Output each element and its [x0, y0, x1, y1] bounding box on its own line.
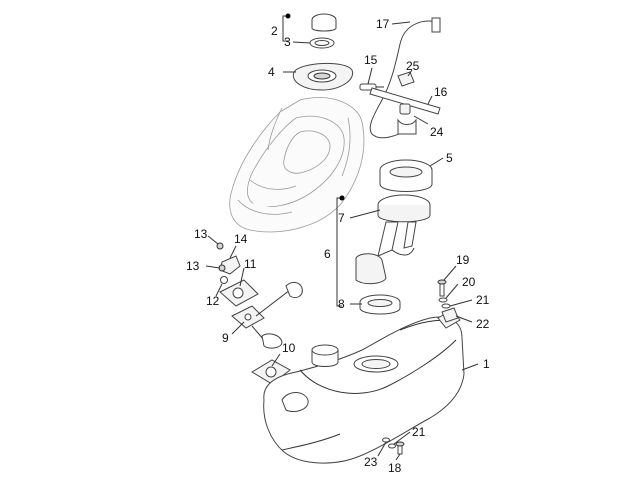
callout-23: 23 — [364, 455, 378, 469]
callout-1: 1 — [483, 357, 490, 371]
callout-18: 18 — [388, 461, 402, 475]
callout-24: 24 — [430, 125, 444, 139]
group-bracket-6 — [336, 195, 345, 307]
callout-13-upper: 13 — [194, 227, 208, 241]
callout-4: 4 — [268, 65, 275, 79]
drain-tube — [369, 87, 441, 115]
callout-9: 9 — [222, 331, 229, 345]
frame-body-outline — [229, 97, 365, 233]
callout-10: 10 — [282, 341, 296, 355]
fuel-level-sensor — [231, 281, 303, 349]
callout-22: 22 — [476, 317, 490, 331]
callout-11: 11 — [244, 257, 257, 271]
fuel-cap — [311, 13, 337, 32]
callout-25: 25 — [406, 59, 420, 73]
sensor-flange — [251, 359, 291, 385]
callout-21-lower: 21 — [412, 425, 426, 439]
cap-seal-ring — [309, 37, 335, 49]
group-bracket-2-3 — [282, 13, 291, 42]
mount-bolt — [437, 279, 447, 297]
level-sensor-gasket — [219, 279, 259, 307]
fuel-pump-lock-ring — [379, 159, 433, 192]
mount-washer — [438, 297, 448, 303]
fuel-pump-seal — [359, 294, 401, 315]
callout-14: 14 — [234, 232, 248, 246]
filler-neck-gasket — [292, 62, 354, 91]
lower-washer-second — [388, 443, 396, 449]
nut-upper — [216, 242, 224, 250]
callout-2: 2 — [271, 24, 278, 38]
washer-left — [220, 276, 228, 284]
lower-bolt — [395, 441, 405, 455]
callout-8: 8 — [338, 297, 345, 311]
callout-15: 15 — [364, 53, 378, 67]
lower-washer — [382, 437, 390, 443]
callout-20: 20 — [462, 275, 476, 289]
hose-clip-upper — [397, 71, 415, 87]
fuel-tank — [263, 309, 465, 464]
leader-lines — [205, 21, 479, 461]
callout-13-lower: 13 — [186, 259, 200, 273]
callout-6: 6 — [324, 247, 331, 261]
callout-12: 12 — [206, 294, 220, 308]
mount-washer-second — [441, 303, 451, 309]
callout-5: 5 — [446, 151, 453, 165]
callout-labels: 1 2 3 4 5 6 7 8 9 10 11 12 13 13 14 15 1… — [186, 17, 490, 475]
callout-19: 19 — [456, 253, 470, 267]
mount-bracket — [441, 307, 459, 323]
callout-16: 16 — [434, 85, 448, 99]
callout-3: 3 — [284, 35, 291, 49]
callout-7: 7 — [338, 211, 345, 225]
callout-21-upper: 21 — [476, 293, 490, 307]
callout-17: 17 — [376, 17, 390, 31]
hose-clamp — [397, 103, 417, 135]
fuel-pump-assembly — [355, 194, 431, 285]
